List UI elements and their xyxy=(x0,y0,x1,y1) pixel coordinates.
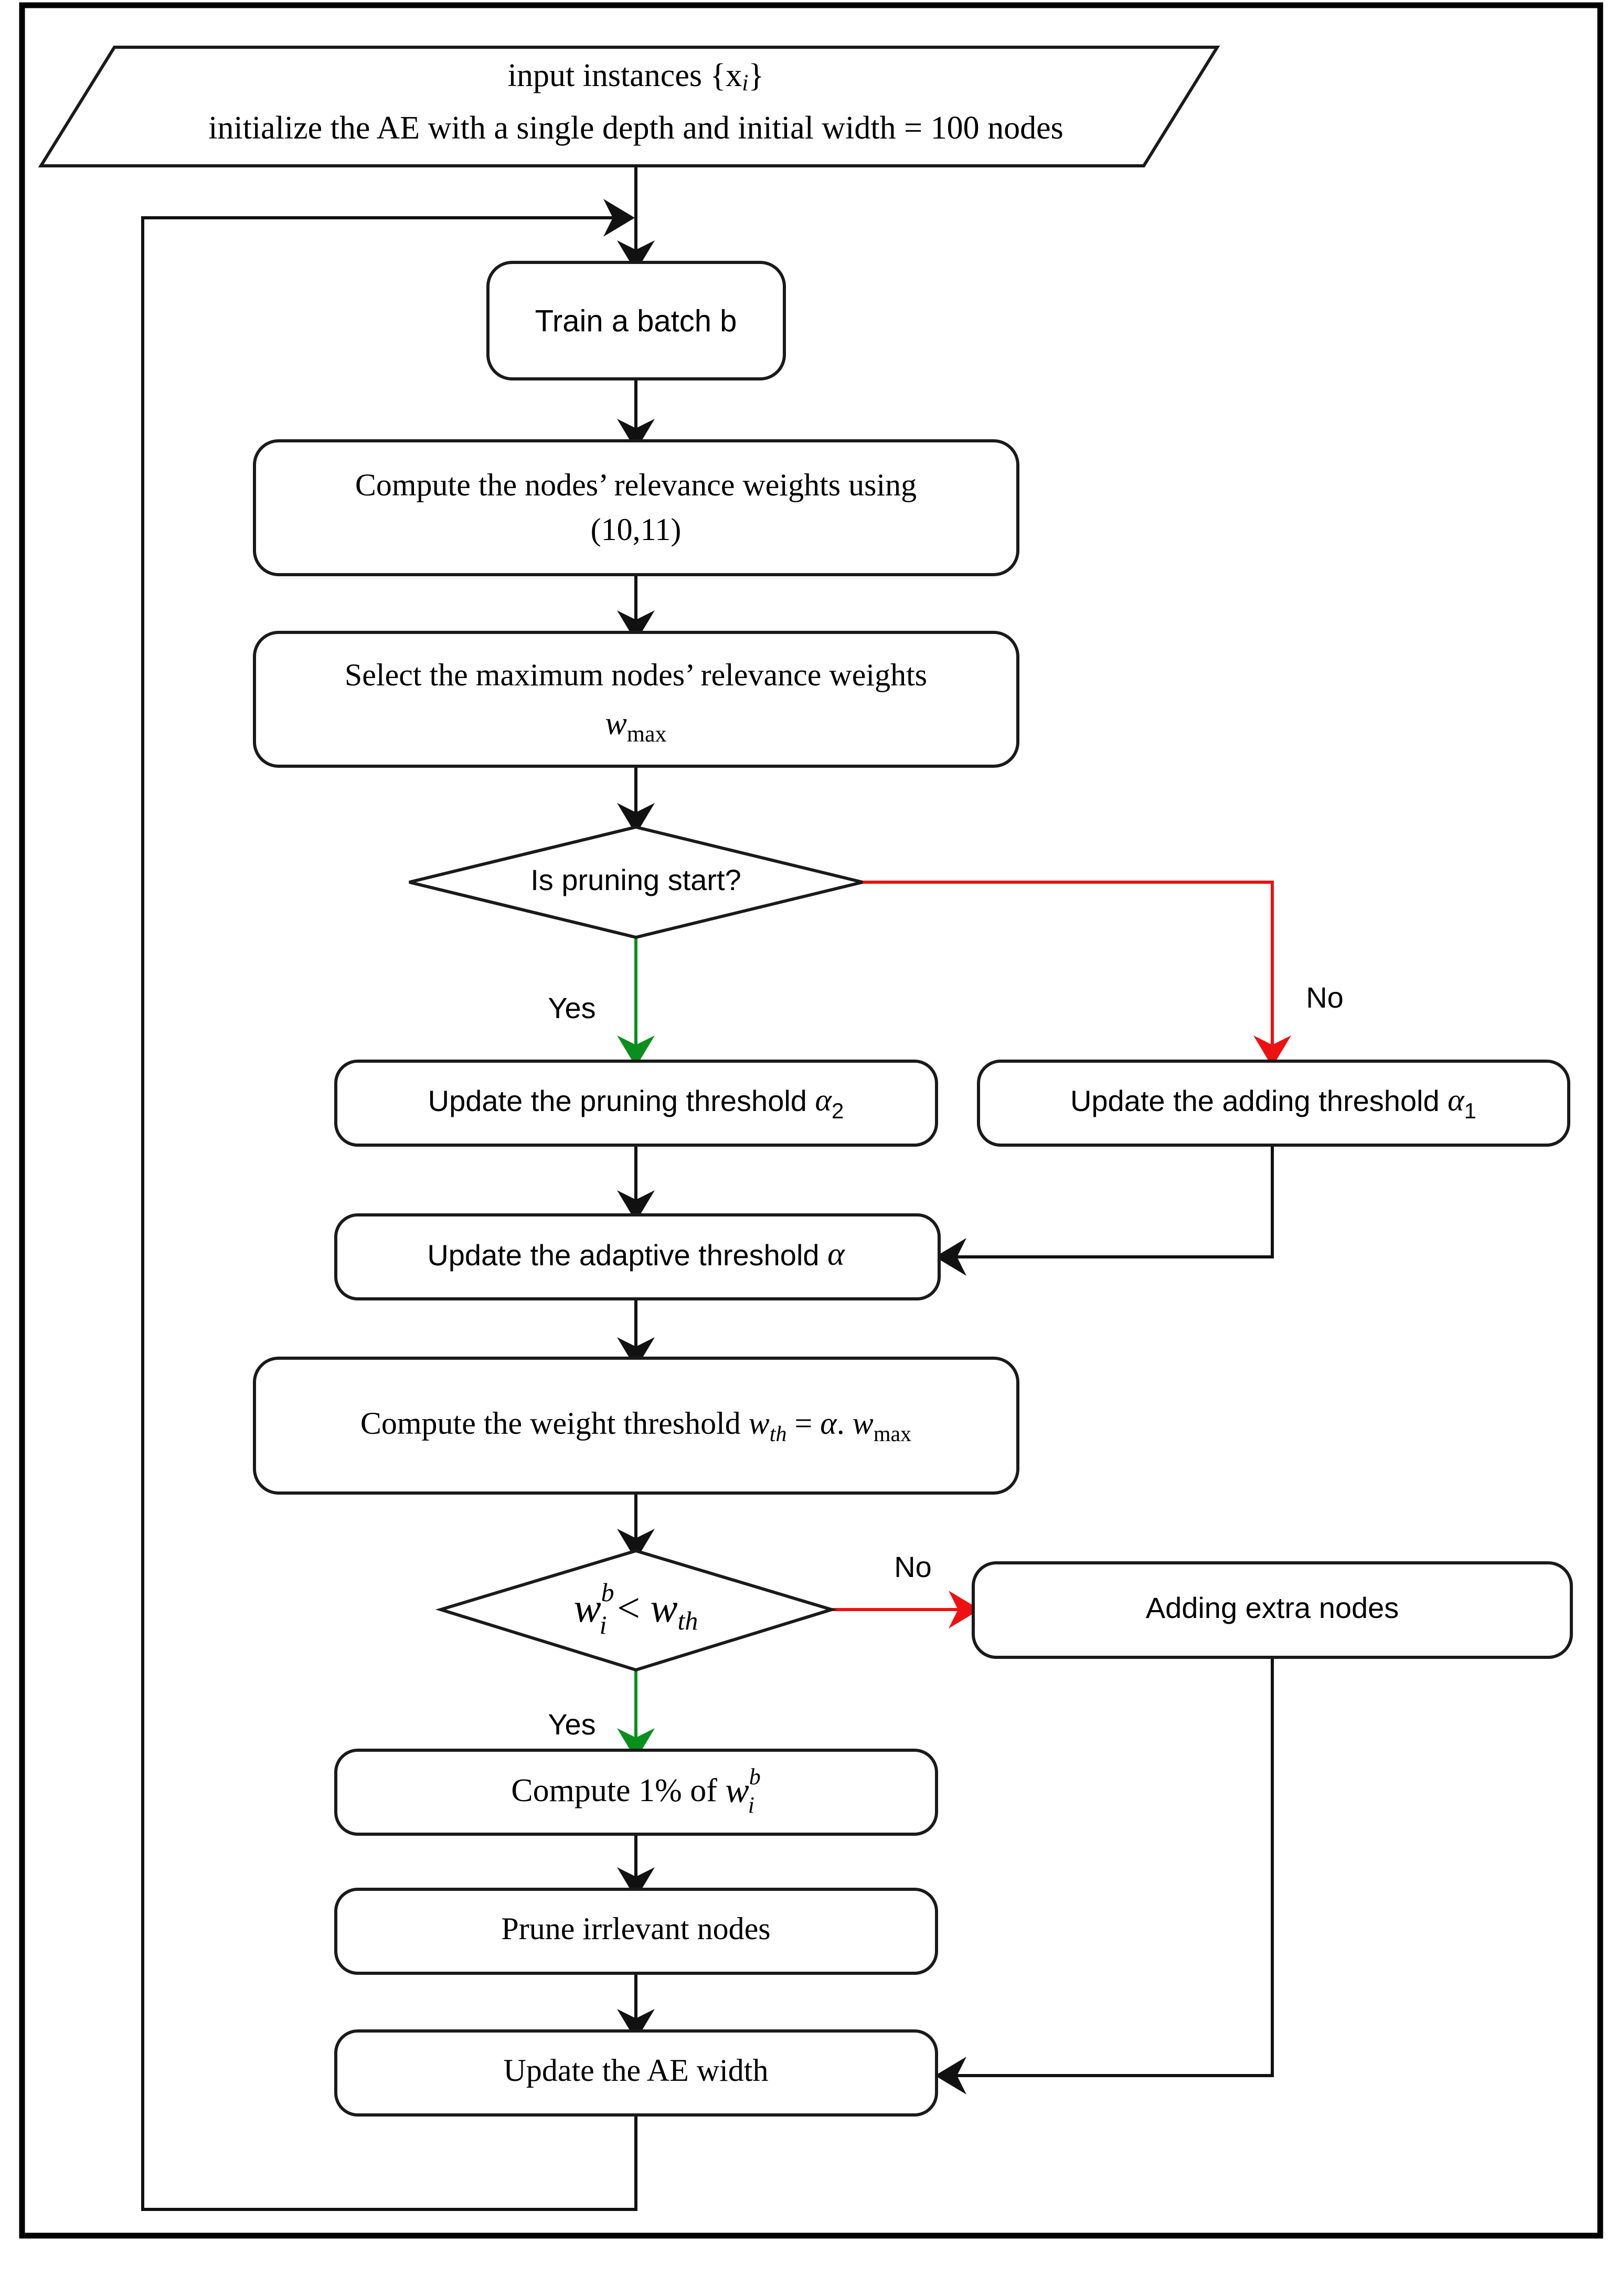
node-compute-weight-threshold[interactable] xyxy=(253,1357,1019,1495)
edge-label-weight-yes: Yes xyxy=(548,1708,595,1741)
edge-adding-nodes-to-update-width xyxy=(935,1657,1274,2094)
node-decision-pruning-label: Is pruning start? xyxy=(530,863,741,896)
edge-update-width-loop-back xyxy=(141,199,637,2211)
node-adding-extra-nodes-label: Adding extra nodes xyxy=(1146,1591,1399,1624)
node-select-max[interactable] xyxy=(253,631,1019,768)
node-decision-weight[interactable] xyxy=(435,1549,837,1672)
node-compute-relevance[interactable] xyxy=(253,439,1019,576)
edge-label-weight-no: No xyxy=(894,1550,932,1583)
node-select-max-line2: wmax xyxy=(605,706,666,747)
edge-pruning-no xyxy=(863,881,1291,1067)
node-update-pruning-threshold[interactable] xyxy=(334,1060,938,1147)
edge-label-pruning-no: No xyxy=(1306,981,1344,1014)
node-update-adaptive-threshold-label: Update the adaptive threshold α xyxy=(427,1236,845,1272)
node-compute-relevance-line2: (10,11) xyxy=(591,512,682,547)
edge-label-pruning-yes: Yes xyxy=(548,991,595,1024)
node-update-adaptive-threshold[interactable] xyxy=(334,1213,941,1300)
node-input-line2: initialize the AE with a single depth an… xyxy=(208,110,1063,146)
node-compute-weight-threshold-label: Compute the weight threshold wth = α. wm… xyxy=(360,1406,911,1446)
node-select-max-line1: Select the maximum nodes’ relevance weig… xyxy=(345,658,927,692)
node-train-batch-label: Train a batch b xyxy=(535,304,737,338)
node-update-ae-width-label: Update the AE width xyxy=(504,2053,769,2088)
node-update-pruning-threshold-label: Update the pruning threshold α2 xyxy=(428,1083,844,1123)
node-input-line1: input instances {xi} xyxy=(508,58,764,96)
node-decision-pruning[interactable] xyxy=(409,825,863,939)
node-prune-nodes-label: Prune irrlevant nodes xyxy=(501,1911,770,1946)
edge-adding-threshold-to-adaptive xyxy=(935,1144,1274,1276)
node-update-adding-threshold[interactable] xyxy=(977,1060,1570,1147)
node-prune-nodes[interactable] xyxy=(334,1888,938,1975)
node-input-parallelogram[interactable] xyxy=(38,46,1220,167)
node-compute-one-percent[interactable] xyxy=(334,1749,938,1836)
node-update-ae-width[interactable] xyxy=(334,2029,938,2117)
node-train-batch[interactable] xyxy=(486,261,786,380)
diagram-border xyxy=(19,2,1603,2239)
node-compute-relevance-line1: Compute the nodes’ relevance weights usi… xyxy=(355,468,917,502)
node-update-adding-threshold-label: Update the adding threshold α1 xyxy=(1070,1083,1476,1123)
node-adding-extra-nodes[interactable] xyxy=(972,1561,1573,1659)
